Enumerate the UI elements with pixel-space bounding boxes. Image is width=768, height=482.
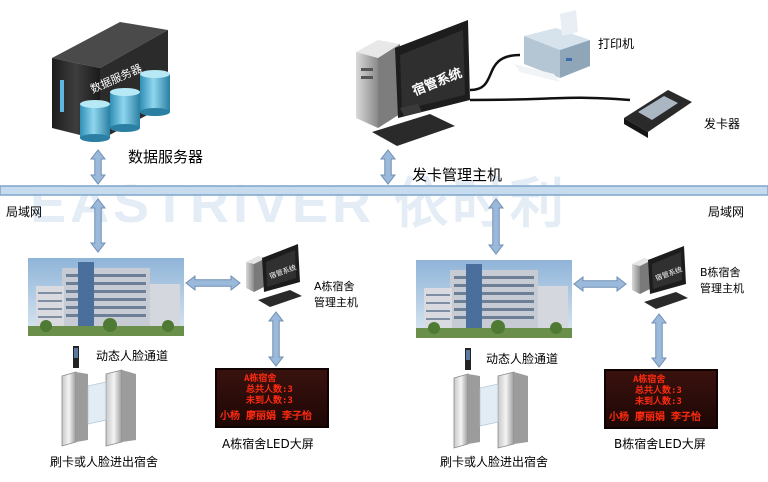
arrow-lan-building-a (89, 198, 107, 253)
led-line: 总共人数:3 (246, 383, 293, 395)
card-issuer-cable (469, 96, 631, 102)
gate-a-label: 刷卡或人脸进出宿舍 (50, 454, 158, 469)
face-channel-a-label: 动态人脸通道 (96, 349, 168, 363)
arrow-server-lan (89, 149, 107, 185)
a-host-label-line1: A栋宿舍 (314, 279, 355, 293)
led-line: 小杨 廖丽娟 李子怡 (608, 410, 701, 423)
led-a-label: A栋宿舍LED大屏 (222, 436, 314, 451)
a-dorm-host-pc-icon: 宿管系统 (246, 244, 302, 307)
b-dorm-host-pc-icon: 宿管系统 (632, 246, 688, 309)
data-server-icon: 数据服务器 (52, 22, 170, 142)
turnstile-gate-b-icon (453, 348, 528, 449)
lan-label-left: 局域网 (6, 205, 42, 219)
building-photo-a (28, 258, 184, 336)
led-b-label: B栋宿舍LED大屏 (614, 436, 706, 451)
arrow-building-b-host (573, 275, 627, 293)
data-server-caption: 数据服务器 (128, 148, 203, 166)
card-host-pc-icon: 宿管系统 (356, 20, 470, 146)
building-photo-b (416, 260, 572, 338)
printer-cable (469, 53, 521, 92)
led-line: A栋宿舍 (244, 372, 277, 384)
lan-line (0, 185, 768, 196)
led-line: 未到人数:3 (634, 395, 682, 407)
turnstile-gate-a-icon (61, 346, 136, 447)
lan-label-right: 局域网 (708, 205, 744, 219)
card-host-caption: 发卡管理主机 (412, 166, 502, 184)
printer-icon (514, 10, 590, 82)
card-issuer-icon (624, 90, 692, 138)
arrow-building-a-host (185, 274, 241, 292)
b-host-label-line2: 管理主机 (700, 281, 744, 295)
card-issuer-label: 发卡器 (704, 116, 740, 131)
printer-label: 打印机 (598, 37, 634, 51)
a-host-label-line2: 管理主机 (314, 295, 358, 309)
arrow-lan-building-b (487, 198, 505, 255)
gate-b-label: 刷卡或人脸进出宿舍 (440, 454, 548, 469)
face-channel-b-label: 动态人脸通道 (486, 352, 558, 366)
led-line: 未到人数:3 (245, 394, 293, 406)
connection-arrows (89, 149, 668, 368)
led-line: 小杨 廖丽娟 李子怡 (219, 409, 312, 422)
b-host-label-line1: B栋宿舍 (700, 265, 741, 279)
watermark-text: EASTRIVER 依时利 (30, 174, 568, 234)
led-line: 总共人数:3 (635, 384, 682, 396)
arrow-host-a-led (267, 311, 285, 367)
led-line: A栋宿舍 (633, 373, 666, 385)
arrow-host-b-led (650, 313, 668, 368)
arrow-cardhost-lan (379, 149, 397, 185)
